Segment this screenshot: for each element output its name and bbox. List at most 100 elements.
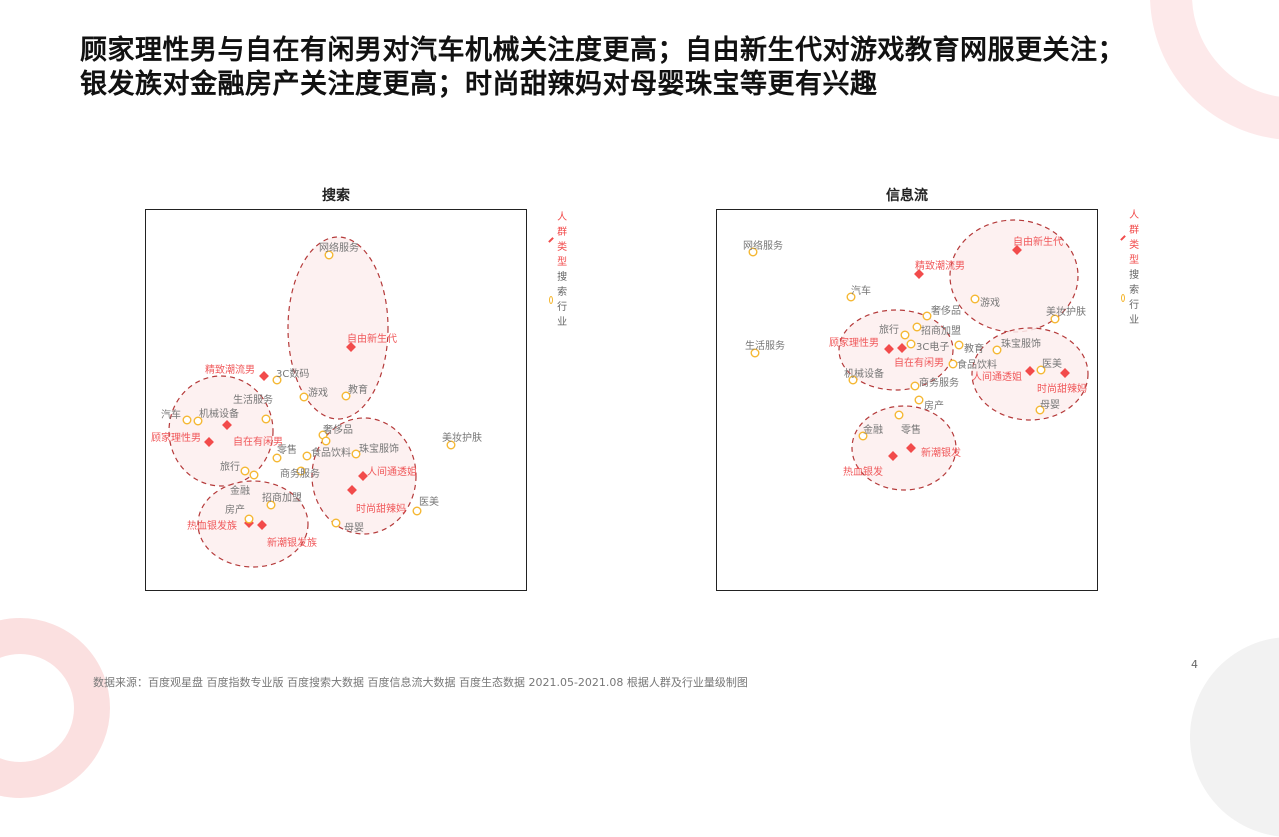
point-label: 美妆护肤 [442,431,482,444]
industry-point [846,292,856,302]
page-title-line-2: 银发族对金融房产关注度更高；时尚甜辣妈对母婴珠宝等更有兴趣 [80,69,878,100]
industry-point [299,392,309,402]
point-label: 游戏 [980,296,1000,309]
crowd-point [906,443,916,453]
industry-point [240,466,250,476]
point-label: 精致潮流男 [205,363,255,376]
crowd-point [884,344,894,354]
industry-point [1036,365,1046,375]
industry-point [244,514,254,524]
industry-point [900,330,910,340]
industry-point [272,375,282,385]
crowd-point [259,371,269,381]
industry-point [894,410,904,420]
point-label: 人间通透姐 [367,465,417,478]
industry-point [948,359,958,369]
point-label: 旅行 [220,460,240,473]
point-label: 机械设备 [844,367,884,380]
industry-point [249,470,259,480]
industry-point [922,311,932,321]
data-source-note: 数据来源：百度观星盘 百度指数专业版 百度搜索大数据 百度信息流大数据 百度生态… [93,676,748,689]
circle-marker-icon [549,296,554,304]
cluster-ellipse [838,309,954,391]
industry-point [182,415,192,425]
point-label: 食品饮料 [957,358,997,371]
chart-legend: 人群类型 搜索行业 [548,210,571,330]
point-label: 商务服务 [280,467,320,480]
industry-point [302,451,312,461]
crowd-point [1025,366,1035,376]
point-label: 汽车 [851,284,871,297]
industry-point [912,322,922,332]
chart-title: 信息流 [886,188,928,204]
plot-area: 自由新生代精致潮流男顾家理性男自在有闲男人间通透姐时尚甜辣妈热血银发新潮银发网络… [716,209,1098,591]
point-label: 新潮银发 [921,446,961,459]
industry-point [266,500,276,510]
page-title: 顾家理性男与自在有闲男对汽车机械关注度更高；自由新生代对游戏教育网服更关注； 银… [80,34,1220,102]
legend-item-industry: 搜索行业 [1120,268,1143,328]
industry-point [906,339,916,349]
point-label: 人间通透姐 [972,370,1022,383]
point-label: 自在有闲男 [894,356,944,369]
point-label: 教育 [348,383,368,396]
point-label: 汽车 [161,408,181,421]
page-title-line-1: 顾家理性男与自在有闲男对汽车机械关注度更高；自由新生代对游戏教育网服更关注； [80,35,1125,66]
diamond-marker-icon [548,237,554,243]
legend-label-industry: 搜索行业 [1129,270,1140,326]
point-label: 珠宝服饰 [359,442,399,455]
point-label: 零售 [901,423,921,436]
point-label: 美妆护肤 [1046,305,1086,318]
point-label: 时尚甜辣妈 [1037,382,1087,395]
decorative-circle-bottom-right [1190,637,1279,837]
point-label: 生活服务 [233,393,273,406]
industry-point [261,414,271,424]
point-label: 机械设备 [199,407,239,420]
scatter-svg: 自由新生代精致潮流男顾家理性男自在有闲男人间通透姐时尚甜辣妈热血银发新潮银发网络… [743,219,1089,491]
cluster-ellipse [197,480,309,568]
point-label: 自在有闲男 [233,435,283,448]
industry-point [193,416,203,426]
industry-point [321,436,331,446]
scatter-svg: 自由新生代精致潮流男顾家理性男自在有闲男人间通透姐时尚甜辣妈热血银发族新潮银发族… [151,236,482,568]
industry-point [954,340,964,350]
point-label: 房产 [924,399,944,412]
crowd-point [897,343,907,353]
point-label: 奢侈品 [931,304,961,317]
point-label: 自由新生代 [1013,235,1063,248]
industry-point [750,348,760,358]
industry-point [748,247,758,257]
point-label: 医美 [419,495,439,508]
point-label: 顾家理性男 [151,431,201,444]
chart-legend: 人群类型 搜索行业 [1120,208,1143,328]
point-label: 招商加盟 [262,491,302,504]
point-label: 金融 [230,484,250,497]
point-label: 母婴 [344,522,364,534]
legend-item-crowd: 人群类型 [1120,208,1143,268]
point-label: 网络服务 [319,241,359,254]
industry-point [341,391,351,401]
point-label: 热血银发族 [187,519,237,532]
plot-area: 自由新生代精致潮流男顾家理性男自在有闲男人间通透姐时尚甜辣妈热血银发族新潮银发族… [145,209,527,591]
page-number: 4 [1191,658,1198,671]
diamond-marker-icon [1120,235,1126,241]
point-label: 精致潮流男 [915,259,965,272]
point-label: 网络服务 [743,239,783,252]
cluster-ellipse [851,405,957,491]
point-label: 珠宝服饰 [1001,337,1041,350]
industry-point [446,440,456,450]
point-label: 商务服务 [919,376,959,389]
cluster-ellipse [168,375,274,487]
point-label: 教育 [964,342,984,355]
circle-marker-icon [1121,294,1126,302]
industry-point [272,453,282,463]
point-label: 生活服务 [745,339,785,352]
industry-point [848,375,858,385]
legend-item-crowd: 人群类型 [548,210,571,270]
crowd-point [914,269,924,279]
point-label: 金融 [863,423,883,436]
crowd-point [1060,368,1070,378]
decorative-ring-bottom-left [0,618,110,798]
point-label: 顾家理性男 [829,336,879,349]
industry-point [296,466,306,476]
crowd-point [888,451,898,461]
